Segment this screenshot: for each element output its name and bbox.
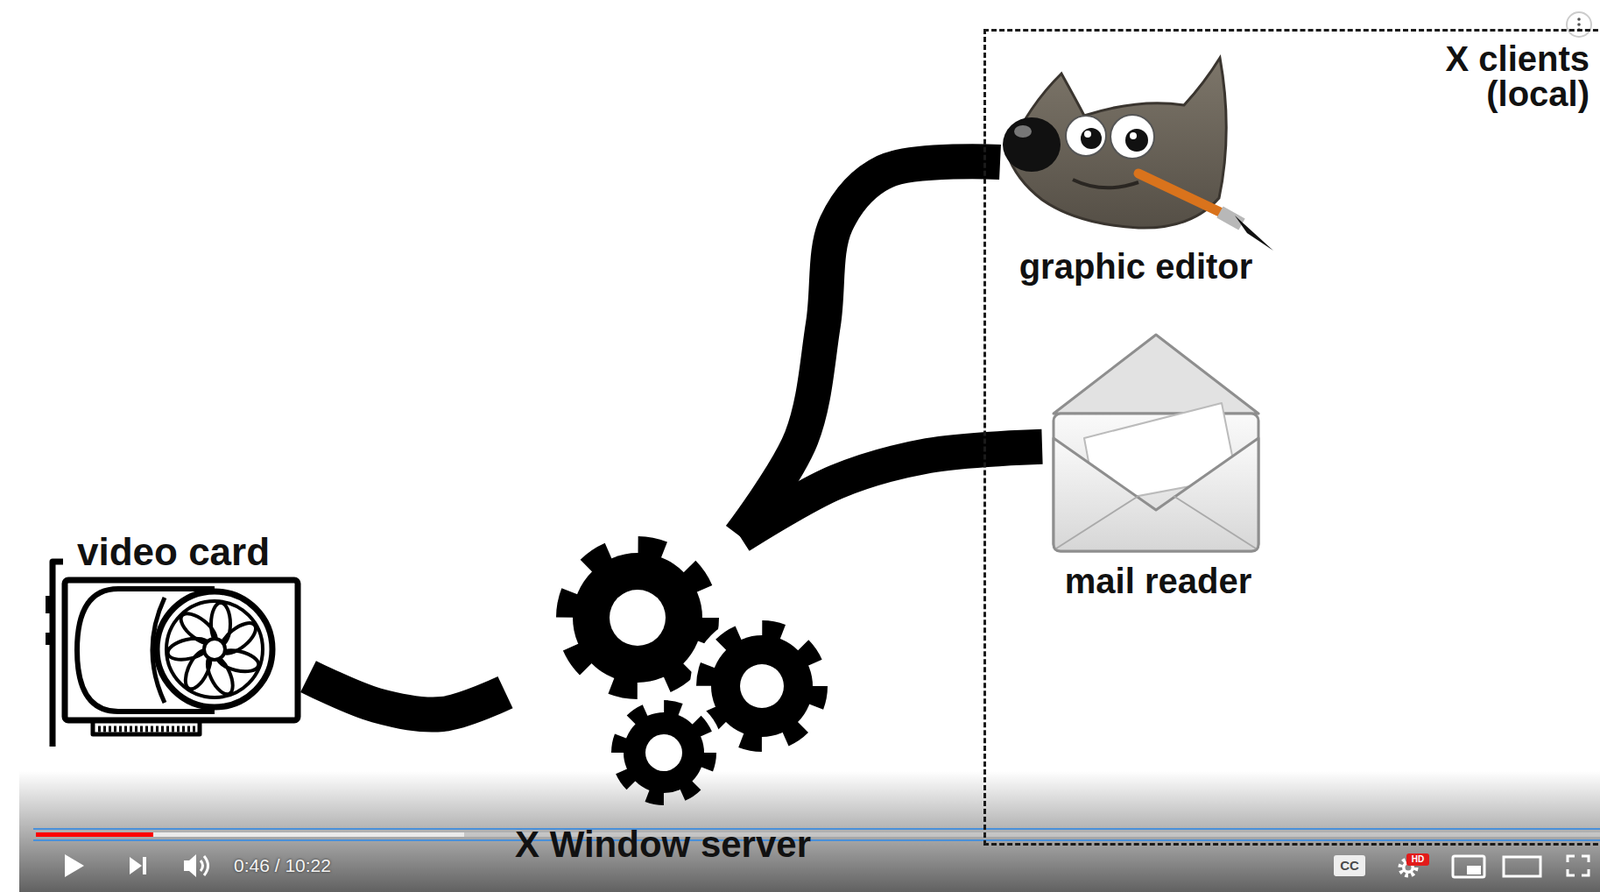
info-button (1566, 12, 1592, 37)
video-card-node: video card (45, 530, 309, 747)
client-app-node: graphic editor (1000, 52, 1272, 286)
client-app-node: mail reader (1042, 328, 1275, 600)
connector-stroke (740, 446, 1043, 536)
client-group: X clients (local) graphic editor mail read… (983, 28, 1600, 846)
video-card-icon (45, 561, 298, 747)
connector-stroke (308, 676, 506, 715)
hd-badge: HD (1406, 852, 1430, 866)
player-bar (19, 770, 1600, 892)
node-label: graphic editor (1019, 246, 1254, 286)
mail-reader-icon (1053, 334, 1259, 551)
graphic-editor-icon (1002, 57, 1274, 251)
node-label: mail reader (1064, 561, 1252, 600)
video-time: 0:46 / 10:22 (233, 854, 332, 876)
captions-button: CC (1333, 854, 1366, 876)
node-label: X Window server (514, 824, 811, 865)
node-label: video card (77, 530, 270, 573)
group-heading: X clients (local) (1431, 41, 1590, 112)
server-node: X Window server (505, 535, 821, 865)
